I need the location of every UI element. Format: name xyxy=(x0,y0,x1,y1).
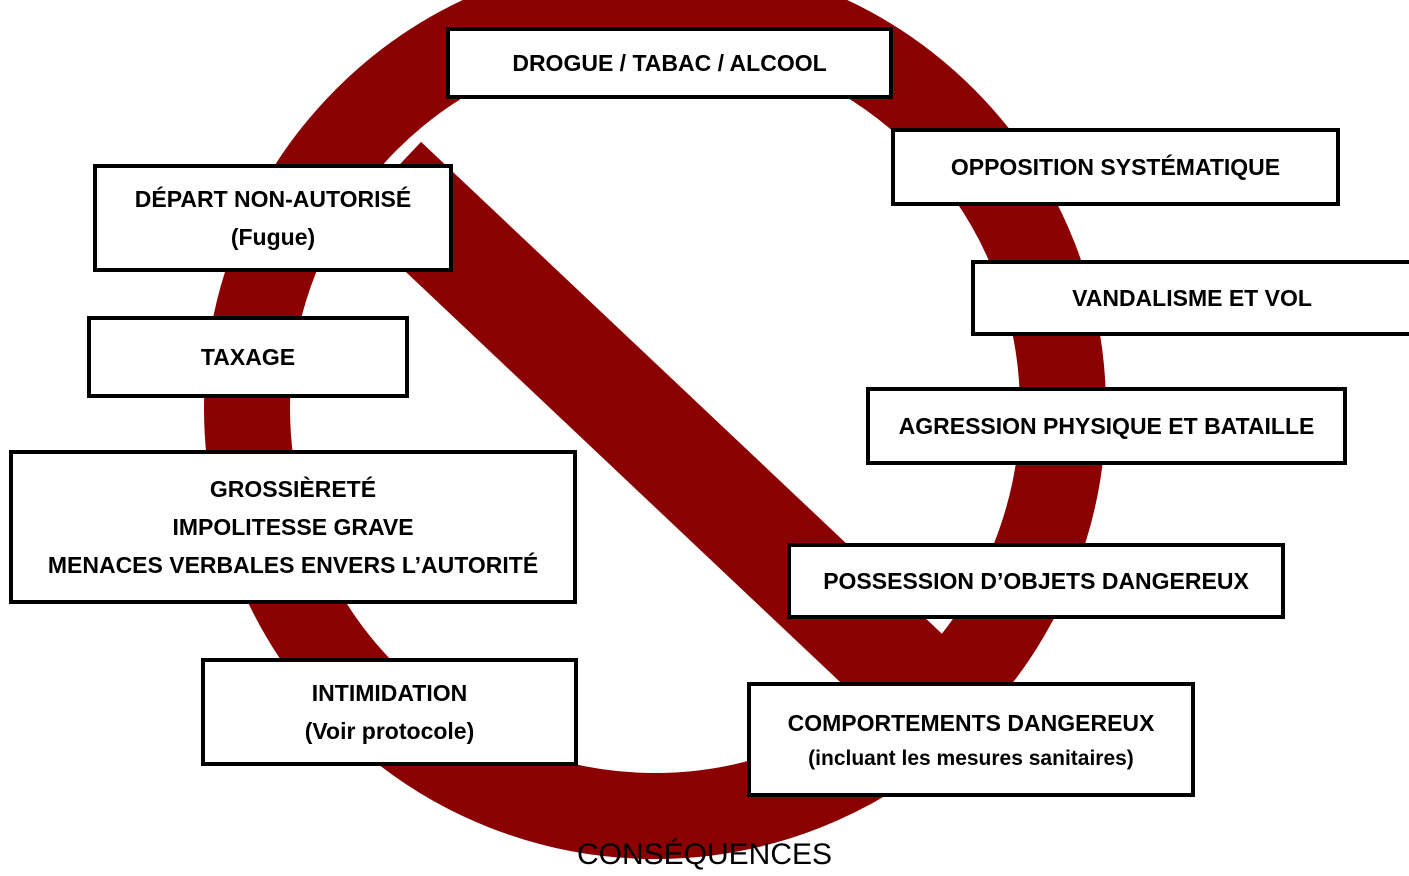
box-label: POSSESSION D’OBJETS DANGEREUX xyxy=(823,568,1249,594)
box-sublabel: (incluant les mesures sanitaires) xyxy=(808,746,1134,770)
box-taxage: TAXAGE xyxy=(87,316,409,398)
box-label: GROSSIÈRETÉ xyxy=(209,476,377,502)
box-possession-objets-dangereux: POSSESSION D’OBJETS DANGEREUX xyxy=(787,543,1285,619)
box-label: COMPORTEMENTS DANGEREUX xyxy=(787,709,1155,736)
box-vandalisme-et-vol: VANDALISME ET VOL xyxy=(971,260,1409,336)
box-label: TAXAGE xyxy=(200,344,296,370)
box-depart-non-autorise: DÉPART NON-AUTORISÉ (Fugue) xyxy=(93,164,453,272)
box-sublabel: (Voir protocole) xyxy=(304,718,475,744)
box-drogue-tabac-alcool: DROGUE / TABAC / ALCOOL xyxy=(446,27,893,99)
box-label: VANDALISME ET VOL xyxy=(1072,285,1312,311)
box-label: DROGUE / TABAC / ALCOOL xyxy=(512,50,827,76)
box-grossierete: GROSSIÈRETÉ IMPOLITESSE GRAVE MENACES VE… xyxy=(9,450,577,604)
box-agression-physique: AGRESSION PHYSIQUE ET BATAILLE xyxy=(866,387,1347,465)
box-label: DÉPART NON-AUTORISÉ xyxy=(134,186,412,212)
box-label: INTIMIDATION xyxy=(311,680,468,706)
box-intimidation: INTIMIDATION (Voir protocole) xyxy=(201,658,578,766)
box-label: AGRESSION PHYSIQUE ET BATAILLE xyxy=(898,413,1315,439)
box-label: IMPOLITESSE GRAVE xyxy=(172,514,414,540)
box-label: MENACES VERBALES ENVERS L’AUTORITÉ xyxy=(47,552,539,578)
caption-consequences: CONSÉQUENCES xyxy=(576,838,833,871)
box-opposition-systematique: OPPOSITION SYSTÉMATIQUE xyxy=(891,128,1340,206)
box-label: OPPOSITION SYSTÉMATIQUE xyxy=(950,154,1281,180)
box-comportements-dangereux: COMPORTEMENTS DANGEREUX (incluant les me… xyxy=(747,682,1195,797)
box-sublabel: (Fugue) xyxy=(230,224,316,250)
